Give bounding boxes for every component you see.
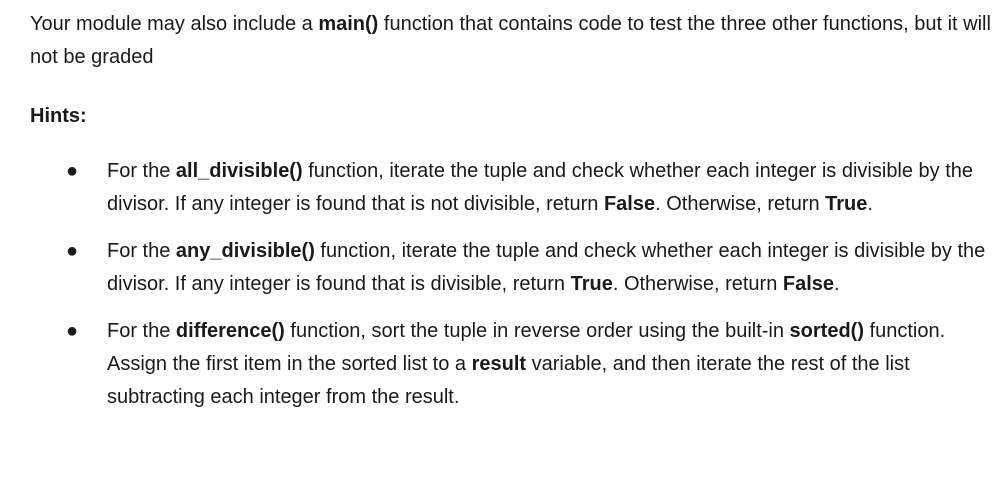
hint-text: . Otherwise, return bbox=[655, 193, 826, 215]
hints-list: ● For the all_divisible() function, iter… bbox=[30, 155, 1002, 414]
hint-difference: ● For the difference() function, sort th… bbox=[30, 315, 1002, 414]
hint-text: function, iterate the tuple and check wh… bbox=[107, 240, 986, 295]
bullet-icon: ● bbox=[66, 240, 79, 262]
hint-function-name: difference() bbox=[175, 320, 285, 342]
hint-text: For the bbox=[107, 160, 176, 182]
hint-function-name: all_divisible() bbox=[175, 160, 303, 182]
hint-text: variable, and then iterate the rest of t… bbox=[107, 353, 910, 408]
intro-main-function: main() bbox=[318, 13, 379, 35]
hint-keyword: sorted() bbox=[789, 320, 864, 342]
document-page: Your module may also include a main() fu… bbox=[30, 8, 1002, 428]
hint-text: For the bbox=[107, 320, 176, 342]
hint-keyword: False bbox=[782, 273, 835, 295]
hint-text: function. Assign the first item in the s… bbox=[107, 320, 946, 375]
hint-all-divisible: ● For the all_divisible() function, iter… bbox=[30, 155, 1002, 221]
hint-keyword: True bbox=[825, 193, 868, 215]
bullet-icon: ● bbox=[66, 320, 79, 342]
hint-keyword: True bbox=[570, 273, 613, 295]
hint-text: . bbox=[867, 193, 873, 215]
intro-text-2: function that contains code to test the … bbox=[30, 13, 991, 68]
hint-any-divisible: ● For the any_divisible() function, iter… bbox=[30, 235, 1002, 301]
intro-paragraph: Your module may also include a main() fu… bbox=[30, 8, 1002, 74]
intro-text-1: Your module may also include a bbox=[30, 13, 319, 35]
hint-text: function, iterate the tuple and check wh… bbox=[107, 160, 974, 215]
hint-text: . bbox=[834, 273, 840, 295]
hint-text: For the bbox=[107, 240, 176, 262]
hint-keyword: result bbox=[471, 353, 527, 375]
hint-function-name: any_divisible() bbox=[175, 240, 315, 262]
hints-heading: Hints: bbox=[30, 105, 87, 127]
hint-text: . Otherwise, return bbox=[612, 273, 783, 295]
hint-keyword: False bbox=[603, 193, 656, 215]
bullet-icon: ● bbox=[66, 160, 79, 182]
hint-text: function, sort the tuple in reverse orde… bbox=[284, 320, 790, 342]
